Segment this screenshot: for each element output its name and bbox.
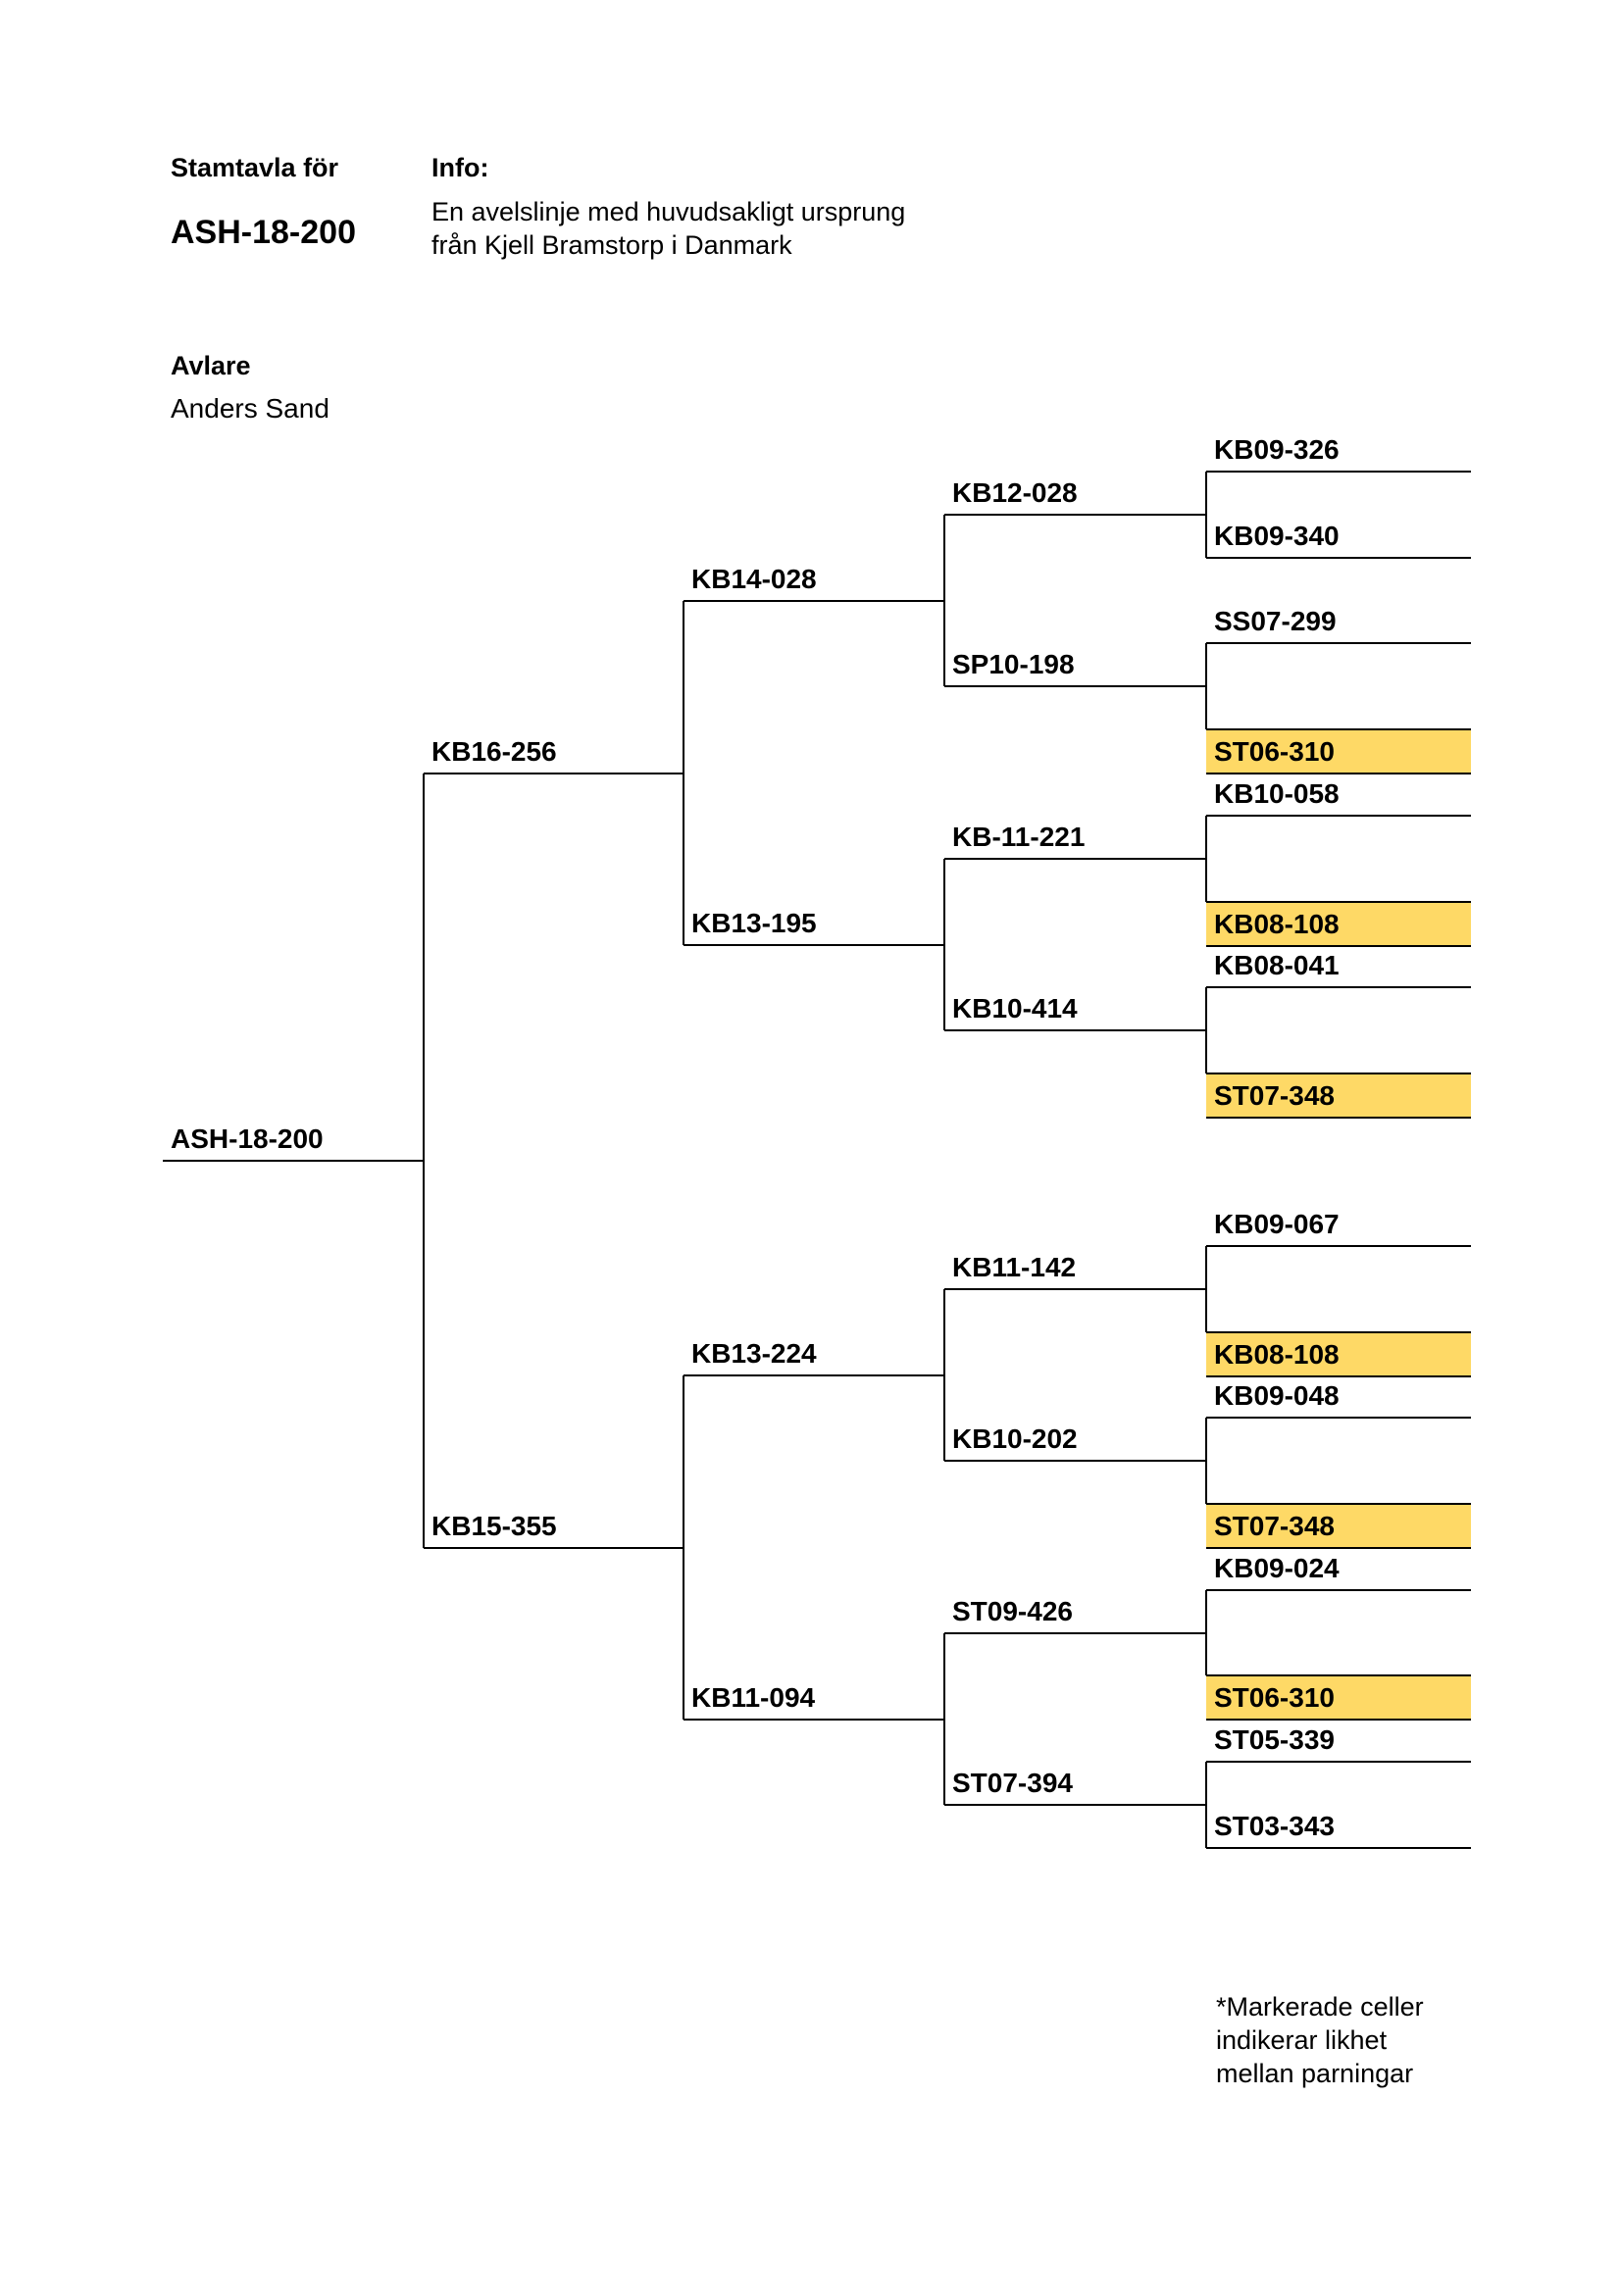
tree-line <box>1206 1761 1471 1763</box>
pedigree-node: ST05-339 <box>1214 1724 1335 1755</box>
tree-connector <box>683 601 684 945</box>
pedigree-node: KB09-048 <box>1214 1380 1340 1411</box>
pedigree-node: KB11-142 <box>952 1252 1077 1282</box>
tree-line <box>1206 557 1471 559</box>
pedigree-node: KB08-108 <box>1214 909 1340 939</box>
info-label: Info: <box>431 153 489 182</box>
tree-connector <box>943 1289 945 1461</box>
tree-line <box>1206 1847 1471 1849</box>
pedigree-node: ST07-348 <box>1214 1080 1335 1111</box>
highlight-cell <box>1206 901 1471 947</box>
tree-connector <box>1205 1418 1207 1504</box>
pedigree-node: SS07-299 <box>1214 606 1337 636</box>
highlight-cell <box>1206 1674 1471 1721</box>
tree-line <box>944 1029 1206 1031</box>
highlight-cell <box>1206 728 1471 774</box>
tree-connector <box>423 774 425 1548</box>
pedigree-node: KB09-340 <box>1214 521 1340 551</box>
tree-line <box>944 1460 1206 1462</box>
tree-connector <box>1205 816 1207 902</box>
tree-line <box>944 858 1206 860</box>
tree-line <box>1206 642 1471 644</box>
pedigree-node: ST06-310 <box>1214 1682 1335 1713</box>
pedigree-node: KB15-355 <box>431 1511 557 1541</box>
tree-connector <box>1205 472 1207 558</box>
tree-line <box>1206 1245 1471 1247</box>
footnote-line-3: mellan parningar <box>1216 2059 1414 2088</box>
tree-line <box>684 1374 944 1376</box>
tree-line <box>684 944 944 946</box>
tree-connector <box>943 515 945 686</box>
pedigree-node: KB09-067 <box>1214 1209 1340 1239</box>
tree-line <box>944 1632 1206 1634</box>
pedigree-node: KB13-224 <box>691 1338 817 1369</box>
pedigree-node: ST07-348 <box>1214 1511 1335 1541</box>
pedigree-node: ASH-18-200 <box>171 1123 324 1154</box>
info-line-1: En avelslinje med huvudsakligt ursprung <box>431 197 906 226</box>
tree-line <box>1206 815 1471 817</box>
pedigree-label: Stamtavla för <box>171 153 339 182</box>
pedigree-node: KB16-256 <box>431 736 557 767</box>
footnote-line-2: indikerar likhet <box>1216 2025 1388 2055</box>
tree-line <box>424 1547 684 1549</box>
tree-connector <box>1205 1762 1207 1848</box>
pedigree-node: KB09-024 <box>1214 1553 1340 1583</box>
pedigree-node: KB10-058 <box>1214 778 1340 809</box>
tree-line <box>163 1160 424 1162</box>
pedigree-node: KB08-041 <box>1214 950 1340 980</box>
pedigree-node: KB11-094 <box>691 1682 816 1713</box>
pedigree-node: ST03-343 <box>1214 1811 1335 1841</box>
tree-line <box>944 1804 1206 1806</box>
tree-line <box>1206 1417 1471 1419</box>
tree-connector <box>1205 1246 1207 1332</box>
pedigree-node: KB08-108 <box>1214 1339 1340 1370</box>
highlight-cell <box>1206 1503 1471 1549</box>
pedigree-node: KB13-195 <box>691 908 817 938</box>
pedigree-node: KB10-414 <box>952 993 1078 1023</box>
breeder-label: Avlare <box>171 351 251 380</box>
tree-line <box>944 685 1206 687</box>
tree-connector <box>1205 987 1207 1073</box>
pedigree-node: KB10-202 <box>952 1423 1078 1454</box>
tree-connector <box>1205 643 1207 729</box>
tree-connector <box>943 859 945 1030</box>
tree-line <box>684 1719 944 1721</box>
highlight-cell <box>1206 1073 1471 1119</box>
tree-line <box>424 773 684 774</box>
pedigree-id: ASH-18-200 <box>171 214 356 251</box>
tree-connector <box>683 1375 684 1720</box>
pedigree-node: ST09-426 <box>952 1596 1073 1626</box>
footnote-line-1: *Markerade celler <box>1216 1992 1424 2021</box>
tree-line <box>684 600 944 602</box>
info-line-2: från Kjell Bramstorp i Danmark <box>431 230 792 260</box>
tree-line <box>1206 986 1471 988</box>
tree-line <box>944 514 1206 516</box>
pedigree-node: ST06-310 <box>1214 736 1335 767</box>
highlight-cell <box>1206 1331 1471 1377</box>
pedigree-node: KB09-326 <box>1214 434 1340 465</box>
tree-line <box>944 1288 1206 1290</box>
pedigree-node: SP10-198 <box>952 649 1075 679</box>
pedigree-node: ST07-394 <box>952 1768 1073 1798</box>
tree-line <box>1206 1589 1471 1591</box>
pedigree-node: KB14-028 <box>691 564 817 594</box>
tree-connector <box>943 1633 945 1805</box>
breeder-name: Anders Sand <box>171 393 329 424</box>
footnote: *Markerade celler indikerar likhet mella… <box>1216 1990 1424 2090</box>
tree-line <box>1206 471 1471 473</box>
pedigree-node: KB-11-221 <box>952 822 1086 852</box>
tree-connector <box>1205 1590 1207 1675</box>
pedigree-node: KB12-028 <box>952 477 1078 508</box>
